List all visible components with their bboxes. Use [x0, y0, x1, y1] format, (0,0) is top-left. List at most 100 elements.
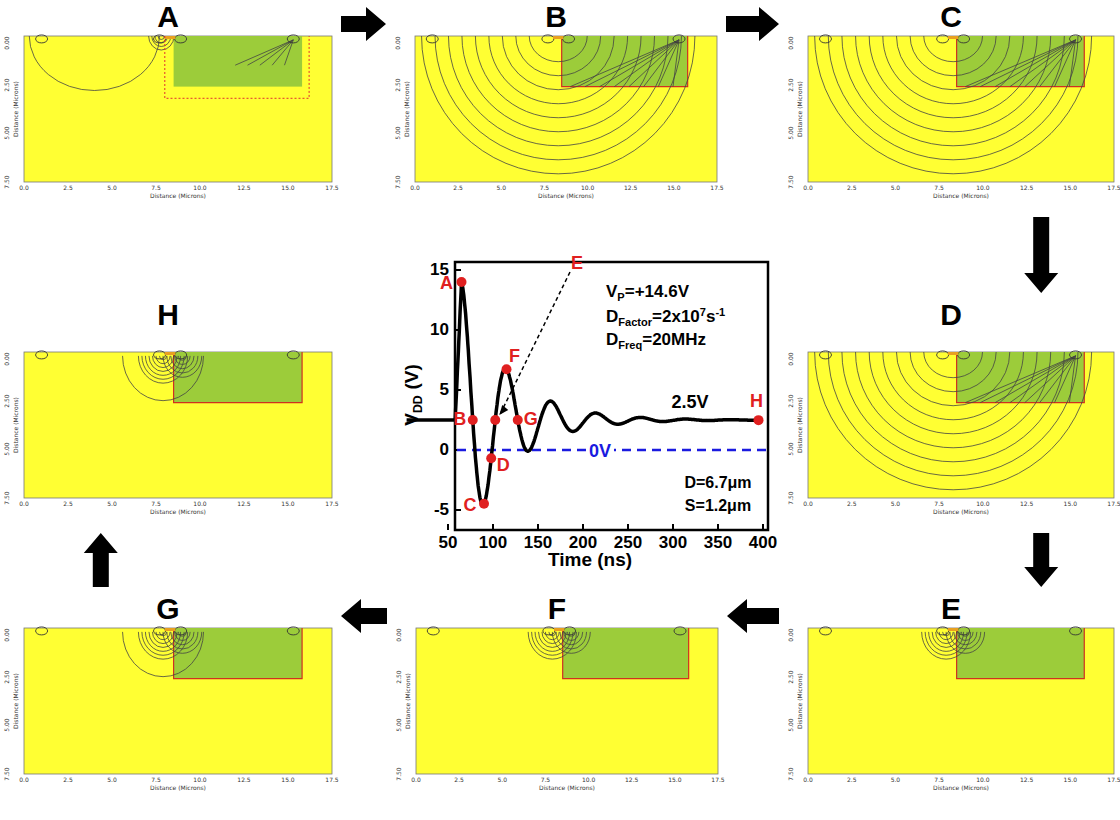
axis-tick-label: 5.0 — [891, 776, 901, 783]
label-text: 0 — [440, 440, 449, 459]
point-label: H — [750, 392, 763, 412]
panel-letter: E — [784, 592, 1118, 626]
label-text: S=1.2μm — [685, 497, 751, 514]
label-text: 350 — [704, 533, 732, 552]
axis-tick-label: Distance (Microns) — [150, 784, 206, 791]
flow-arrow — [1024, 533, 1058, 587]
axis-tick-label: 5.00 — [787, 443, 794, 456]
label-text: -5 — [434, 500, 449, 519]
axis-tick-label: 2.5 — [847, 776, 857, 783]
axis-tick-label: 7.50 — [3, 767, 10, 780]
axis-tick-label: 7.50 — [787, 491, 794, 504]
level-label: 2.5V — [671, 393, 708, 413]
axis-tick-label: Distance (Microns) — [796, 81, 803, 137]
label-text: 300 — [659, 533, 687, 552]
label-text: 50 — [439, 533, 458, 552]
simulation-panel: F0.02.55.07.510.012.515.017.5Distance (M… — [392, 592, 722, 804]
axis-tick-label: 15.0 — [281, 184, 294, 191]
label-text: V — [606, 282, 617, 301]
simulation-panel: E0.02.55.07.510.012.515.017.5Distance (M… — [784, 592, 1118, 804]
axis-tick-label: 2.50 — [787, 670, 794, 683]
axis-tick-label: 0.00 — [787, 628, 794, 641]
simulation-panel: G0.02.55.07.510.012.515.017.5Distance (M… — [0, 592, 336, 804]
time-marker — [479, 499, 489, 509]
axis-tick-label: Distance (Microns) — [12, 673, 19, 729]
axis-tick-label: 17.5 — [325, 776, 338, 783]
parameter: VP=+14.6V — [606, 283, 689, 303]
axis-tick-label: 2.5 — [847, 500, 857, 507]
flow-arrow — [341, 7, 386, 41]
axis-tick-label: 15.0 — [668, 776, 681, 783]
axis-tick-label: 12.5 — [1020, 184, 1033, 191]
axis-tick-label: 15.0 — [1064, 500, 1077, 507]
axis-tick-label: 0.00 — [787, 352, 794, 365]
point-label: F — [509, 347, 520, 367]
axis-tick-label: Distance (Microns) — [933, 784, 989, 791]
axis-tick-label: 0.0 — [19, 500, 29, 507]
axis-tick-label: 10.0 — [193, 500, 206, 507]
time-marker — [513, 415, 523, 425]
axis-tick-label: 12.5 — [237, 500, 250, 507]
axis-tick-label: 2.50 — [787, 394, 794, 407]
axis-tick-label: 10.0 — [976, 776, 989, 783]
axis-tick-label: 17.5 — [325, 500, 338, 507]
axis-tick-label: 7.5 — [541, 776, 551, 783]
axis-tick-label: 0.0 — [410, 184, 420, 191]
parameter: DFactor=2x107s-1 — [606, 306, 725, 328]
axis-tick-label: Distance (Microns) — [796, 397, 803, 453]
axis-tick-label: 5.00 — [3, 719, 10, 732]
axis-tick-label: 0.0 — [19, 776, 29, 783]
axis-tick-label: 0.0 — [411, 776, 421, 783]
axis-tick-label: 2.5 — [63, 184, 73, 191]
label-text: 150 — [524, 533, 552, 552]
axis-tick-label: Distance (Microns) — [404, 673, 411, 729]
panel-letter: F — [392, 592, 722, 626]
axis-tick-label: 12.5 — [237, 184, 250, 191]
axis-tick-label: 2.5 — [454, 776, 464, 783]
axis-tick-label: 5.00 — [3, 127, 10, 140]
time-marker — [490, 415, 500, 425]
axis-tick-label: 10.0 — [582, 776, 595, 783]
label-text: Factor — [618, 316, 652, 328]
axis-tick-label: Distance (Microns) — [150, 508, 206, 515]
label-text: 10 — [430, 320, 449, 339]
label-text: 0V — [589, 441, 611, 461]
axis-tick-label: 0.0 — [803, 776, 813, 783]
axis-tick-label: 12.5 — [625, 776, 638, 783]
panel-letter: H — [0, 298, 336, 332]
axis-title: Time (ns) — [548, 550, 632, 571]
simulation-panel: D0.02.55.07.510.012.515.017.5Distance (M… — [784, 298, 1118, 528]
axis-tick-label: 7.5 — [934, 500, 944, 507]
label-text: C — [464, 495, 477, 515]
axis-tick-label: 10.0 — [193, 184, 206, 191]
point-label: B — [453, 410, 466, 430]
axis-tick-label: 10.0 — [581, 184, 594, 191]
simulation-panel: H0.02.55.07.510.012.515.017.5Distance (M… — [0, 298, 336, 528]
label-text: G — [524, 409, 538, 429]
leader-line — [500, 272, 570, 414]
axis-tick-label: 12.5 — [624, 184, 637, 191]
axis-tick-label: 5.00 — [787, 719, 794, 732]
label-text: H — [750, 391, 763, 411]
axis-tick-label: 0.00 — [787, 36, 794, 49]
axis-tick-label: 17.5 — [1107, 500, 1120, 507]
axis-tick-label: 5.0 — [891, 500, 901, 507]
axis-tick-label: Distance (Microns) — [12, 81, 19, 137]
axis-tick-label: 17.5 — [710, 184, 723, 191]
label-text: D=6.7μm — [684, 474, 751, 491]
axis-tick-label: Distance (Microns) — [933, 508, 989, 515]
plot-frame — [455, 262, 768, 530]
axis-tick-label: 5.0 — [107, 184, 117, 191]
label-text: 400 — [749, 533, 777, 552]
time-marker — [457, 277, 467, 287]
axis-tick-label: Distance (Microns) — [150, 192, 206, 199]
axis-tick-label: 5.00 — [3, 443, 10, 456]
axis-tick-label: 100 — [479, 534, 507, 553]
simulation-panel: B0.02.55.07.510.012.515.017.5Distance (M… — [391, 0, 721, 212]
axis-tick-label: 5.0 — [497, 184, 507, 191]
label-text: V — [401, 413, 422, 426]
axis-tick-label: 7.50 — [394, 175, 401, 188]
flow-arrow — [726, 7, 779, 41]
axis-tick-label: 2.5 — [453, 184, 463, 191]
axis-tick-label: 15.0 — [281, 500, 294, 507]
